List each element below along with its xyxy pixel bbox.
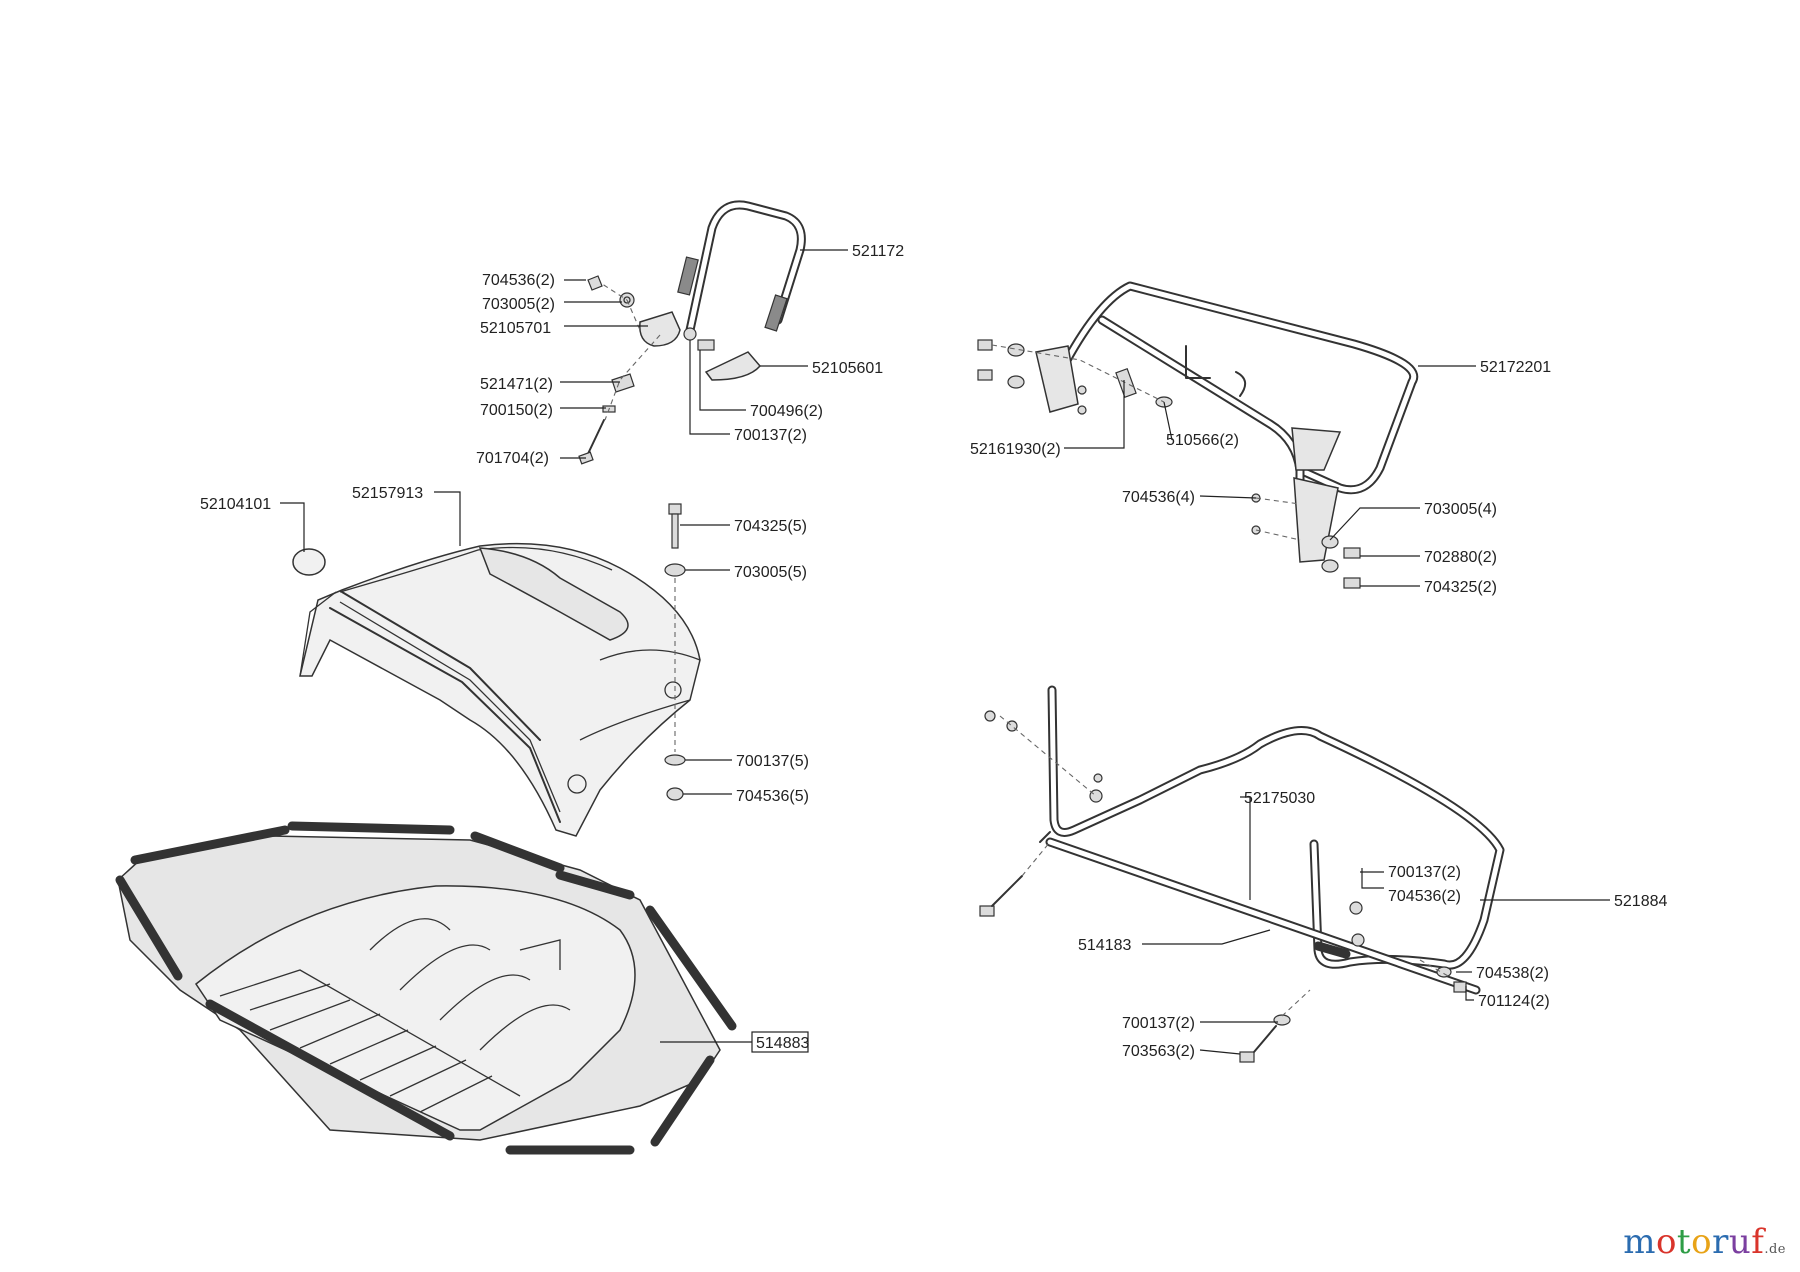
rear-frame-52172201 xyxy=(977,281,1419,589)
label-521471-2: 521471(2) xyxy=(480,376,553,393)
logo-letter-2: t xyxy=(1676,1222,1692,1262)
logo-letter-3: o xyxy=(1691,1222,1713,1262)
base-frame-521884 xyxy=(979,685,1505,1063)
label-52157913: 52157913 xyxy=(352,485,423,502)
label-52172201: 52172201 xyxy=(1480,359,1551,376)
label-703005-5: 703005(5) xyxy=(734,564,807,581)
label-703005-4: 703005(4) xyxy=(1424,501,1497,518)
logo-letter-6: f xyxy=(1751,1222,1765,1262)
label-704325-5: 704325(5) xyxy=(734,518,807,535)
label-521172: 521172 xyxy=(852,243,904,260)
label-703563-2: 703563(2) xyxy=(1122,1043,1195,1060)
part-labels: 521172 704536(2) 703005(2) 52105701 5210… xyxy=(200,243,1667,1060)
label-701704-2: 701704(2) xyxy=(476,450,549,467)
label-700496-2: 700496(2) xyxy=(750,403,823,420)
label-52105701: 52105701 xyxy=(480,320,551,337)
label-521884: 521884 xyxy=(1614,893,1667,910)
logo-letter-4: r xyxy=(1712,1222,1729,1262)
label-700150-2: 700150(2) xyxy=(480,402,553,419)
label-510566-2: 510566(2) xyxy=(1166,432,1239,449)
label-700137-2-bottom: 700137(2) xyxy=(1122,1015,1195,1032)
label-704536-2-right: 704536(2) xyxy=(1388,888,1461,905)
label-514883: 514883 xyxy=(756,1035,809,1052)
label-52105601: 52105601 xyxy=(812,360,883,377)
label-704538-2: 704538(2) xyxy=(1476,965,1549,982)
collection-tray xyxy=(115,821,737,1155)
motoruf-logo: motoruf.de xyxy=(1623,1222,1786,1262)
logo-letter-5: u xyxy=(1728,1222,1752,1262)
logo-letter-0: m xyxy=(1623,1222,1656,1262)
label-704536-2: 704536(2) xyxy=(482,272,555,289)
label-52161930-2: 52161930(2) xyxy=(970,441,1061,458)
label-703005-2: 703005(2) xyxy=(482,296,555,313)
label-52104101: 52104101 xyxy=(200,496,271,513)
label-514183: 514183 xyxy=(1078,937,1131,954)
label-52175030: 52175030 xyxy=(1244,790,1315,807)
handle-bow-assembly xyxy=(578,200,806,465)
motoruf-domain-suffix: .de xyxy=(1764,1242,1786,1257)
logo-letter-1: o xyxy=(1655,1222,1677,1262)
label-700137-2-right: 700137(2) xyxy=(1388,864,1461,881)
cover-hood xyxy=(292,542,701,837)
label-704536-4: 704536(4) xyxy=(1122,489,1195,506)
label-700137-5: 700137(5) xyxy=(736,753,809,770)
motoruf-wordmark: motoruf xyxy=(1623,1222,1764,1262)
hood-fasteners xyxy=(664,503,686,801)
label-704325-2: 704325(2) xyxy=(1424,579,1497,596)
leader-lines xyxy=(280,249,1610,1055)
label-701124-2: 701124(2) xyxy=(1478,993,1550,1010)
label-704536-5: 704536(5) xyxy=(736,788,809,805)
label-700137-2-top: 700137(2) xyxy=(734,427,807,444)
label-702880-2: 702880(2) xyxy=(1424,549,1497,566)
